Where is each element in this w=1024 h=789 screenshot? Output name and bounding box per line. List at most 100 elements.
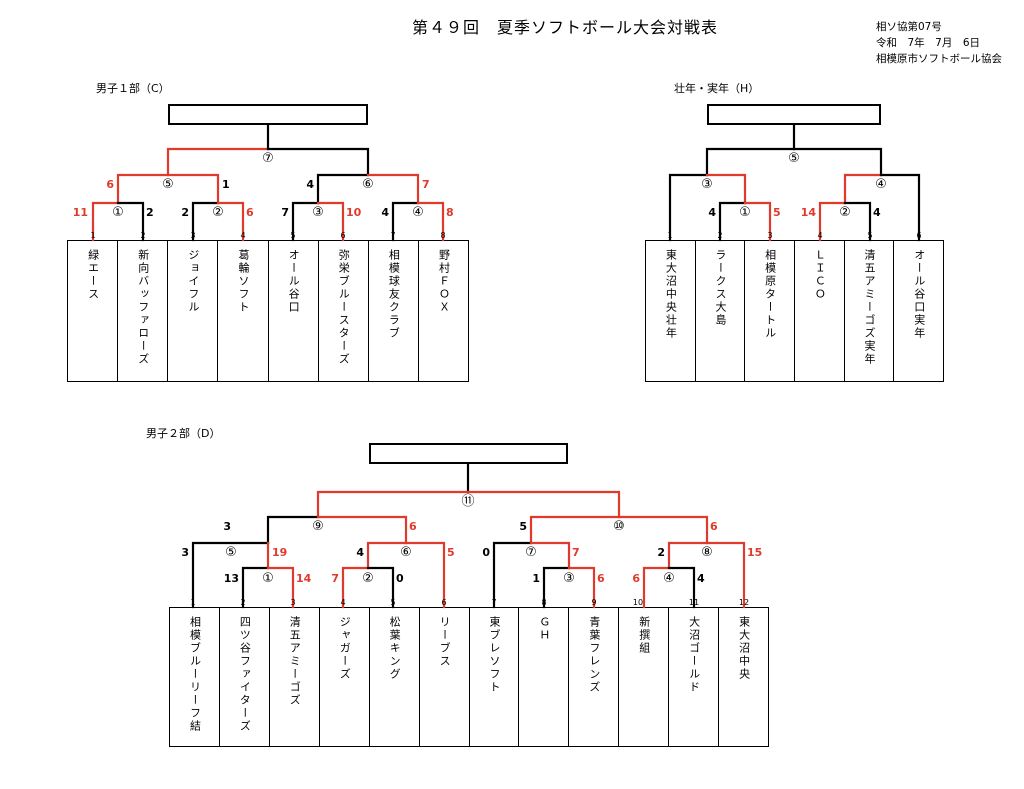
team-box: 松葉キング: [368, 608, 419, 746]
slot-number: 6: [340, 231, 345, 240]
score: 14: [801, 206, 817, 219]
team-box: 新向バッファローズ: [117, 241, 167, 381]
slot-number: 3: [190, 231, 195, 240]
score: 5: [447, 546, 455, 559]
team-box: ジャガーズ: [318, 608, 369, 746]
team-box: 弥栄ブルースターズ: [317, 241, 368, 381]
slot-number: 1: [667, 231, 672, 240]
score: 7: [331, 572, 339, 585]
slot-number: 5: [390, 598, 395, 607]
team-name: ＬＩＣＯ: [813, 249, 827, 301]
team-box: 東大沼中央: [718, 608, 768, 746]
team-box: オール谷口実年: [893, 241, 943, 381]
slot-number: 3: [290, 598, 295, 607]
match-number: ①: [739, 205, 751, 220]
team-name: 東大沼中央壮年: [664, 249, 678, 340]
team-box: ＧＨ: [518, 608, 568, 746]
slot-number: 2: [140, 231, 145, 240]
slot-number: 2: [717, 231, 722, 240]
match-number: ⑤: [162, 177, 174, 192]
score: 6: [710, 520, 718, 533]
score: 4: [381, 206, 389, 219]
score: 7: [422, 178, 430, 191]
team-box: 四ツ谷ファイターズ: [218, 608, 269, 746]
team-name: オール谷口: [287, 249, 301, 314]
slot-number: 7: [390, 231, 395, 240]
slot-number: 9: [591, 598, 596, 607]
score: 6: [246, 206, 254, 219]
team-box: 東ブレソフト: [468, 608, 519, 746]
slot-number: 12: [739, 598, 749, 607]
document-date: 令和 7年 7月 6日: [876, 37, 981, 49]
score: 7: [572, 546, 580, 559]
team-box: ジョイフル: [167, 241, 217, 381]
team-list-senior: 東大沼中央壮年 ラークス大島 相模原タートル ＬＩＣＯ 清五アミーゴズ実年 オー…: [645, 240, 944, 382]
score: 2: [181, 206, 189, 219]
team-name: ジョイフル: [186, 249, 200, 314]
match-number: ④: [875, 177, 887, 192]
slot-number: 6: [916, 231, 921, 240]
team-name: ＧＨ: [537, 616, 551, 642]
score: 1: [222, 178, 230, 191]
score: 4: [873, 206, 881, 219]
score: 11: [73, 206, 88, 219]
match-number: ①: [262, 571, 274, 586]
slot-number: 5: [867, 231, 872, 240]
score: 3: [223, 520, 231, 533]
slot-number: 4: [340, 598, 345, 607]
score: 6: [409, 520, 417, 533]
team-name: 清五アミーゴズ: [288, 616, 302, 707]
slot-number: 10: [633, 598, 643, 607]
match-number: ②: [212, 205, 224, 220]
team-box: 葛輪ソフト: [217, 241, 267, 381]
bracket-label-men-div1: 男子１部（C）: [96, 82, 170, 95]
team-name: 松葉キング: [388, 616, 402, 681]
match-number: ③: [312, 205, 324, 220]
team-name: 相模球友クラブ: [387, 249, 401, 340]
score: 0: [396, 572, 404, 585]
team-box: ＬＩＣＯ: [794, 241, 844, 381]
slot-number: 1: [190, 598, 195, 607]
team-box: リーブス: [418, 608, 469, 746]
bracket-men-div1: [91, 123, 445, 242]
team-name: 大沼ゴールド: [687, 616, 701, 694]
match-number: ⑪: [461, 494, 474, 509]
team-name: 青葉フレンズ: [587, 616, 601, 694]
score: 6: [106, 178, 114, 191]
team-box: 相模原タートル: [744, 241, 794, 381]
team-box: 相模球友クラブ: [367, 241, 418, 381]
match-number: ④: [663, 571, 675, 586]
match-number: ②: [839, 205, 851, 220]
match-number: ③: [563, 571, 575, 586]
team-box: 東大沼中央壮年: [646, 241, 695, 381]
slot-number: 7: [491, 598, 496, 607]
team-name: リーブス: [438, 616, 452, 668]
score: 7: [281, 206, 289, 219]
match-number: ⑨: [312, 519, 324, 534]
match-number: ⑤: [225, 545, 237, 560]
slot-number: 8: [440, 231, 445, 240]
team-box: 大沼ゴールド: [668, 608, 718, 746]
match-number: ③: [701, 177, 713, 192]
document-number: 相ソ協第07号: [876, 21, 942, 33]
slot-number: 11: [689, 598, 699, 607]
team-name: 緑エース: [86, 249, 100, 301]
document-info: 相ソ協第07号 令和 7年 7月 6日 相模原市ソフトボール協会: [876, 19, 1002, 67]
team-box: ラークス大島: [694, 241, 745, 381]
team-name: 新向バッファローズ: [136, 249, 150, 366]
score: 19: [272, 546, 287, 559]
team-name: 相模ブルーリーフ結: [188, 616, 202, 733]
match-number: ②: [362, 571, 374, 586]
team-name: 弥栄ブルースターズ: [337, 249, 351, 366]
bracket-men-div2: [191, 462, 746, 609]
organization-name: 相模原市ソフトボール協会: [876, 53, 1002, 65]
score: 3: [181, 546, 189, 559]
team-name: 東大沼中央: [737, 616, 751, 681]
match-number: ⑥: [400, 545, 412, 560]
slot-number: 2: [240, 598, 245, 607]
score: 2: [146, 206, 154, 219]
team-box: 相模ブルーリーフ結: [170, 608, 219, 746]
match-number: ⑩: [613, 519, 625, 534]
score: 1: [532, 572, 540, 585]
